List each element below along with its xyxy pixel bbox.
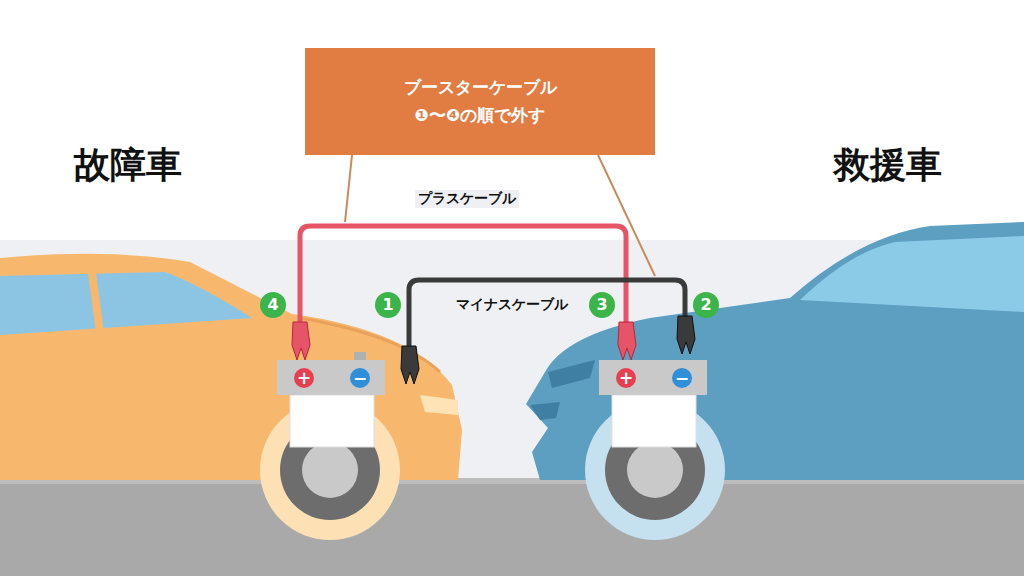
minus-cable — [409, 280, 685, 352]
terminal-symbol: + — [616, 368, 636, 388]
terminal-symbol: − — [672, 368, 692, 388]
terminal-symbol: − — [350, 368, 370, 388]
car-label: 救援車 — [834, 141, 942, 190]
box-note: ❶〜❹の順で外す — [415, 102, 546, 129]
terminal-symbol: + — [294, 368, 314, 388]
callout-number: 2 — [693, 292, 719, 318]
box-heading: ブースターケーブル — [404, 74, 557, 101]
cable-label: マイナスケーブル — [453, 296, 571, 314]
callout-number: 3 — [589, 292, 615, 318]
leader-line — [345, 155, 352, 222]
callout-number: 4 — [260, 292, 286, 318]
rescue-car — [526, 222, 1024, 540]
road — [0, 478, 1024, 576]
callout-number: 1 — [375, 292, 401, 318]
broken-car — [0, 254, 462, 540]
car-label: 故障車 — [74, 141, 182, 190]
cable-label: プラスケーブル — [415, 190, 519, 208]
battery — [599, 360, 707, 447]
plus-clamp — [292, 322, 636, 360]
minus-clamp — [401, 316, 695, 384]
plus-cable — [300, 226, 626, 328]
title-box: ブースターケーブル❶〜❹の順で外す — [305, 48, 655, 155]
battery — [277, 352, 385, 447]
